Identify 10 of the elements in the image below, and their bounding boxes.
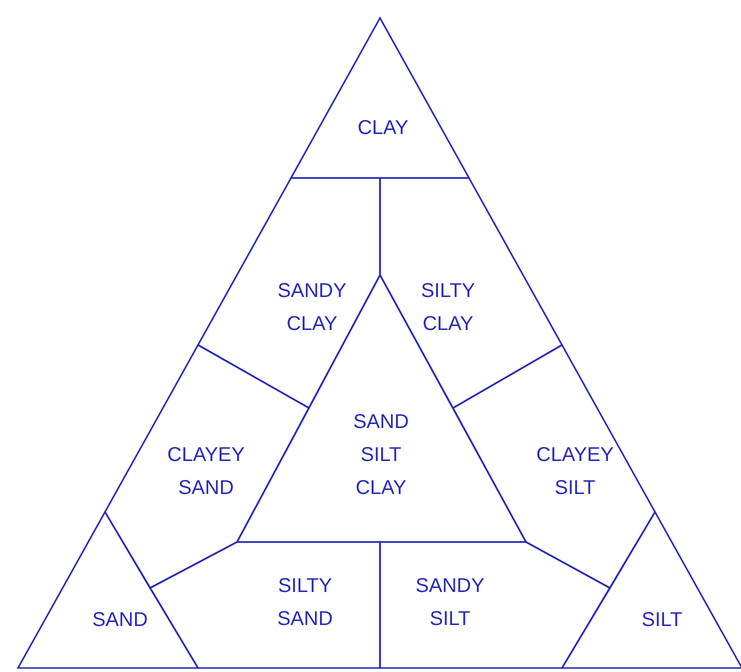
- region-label: SANDY SILT: [414, 574, 486, 632]
- region-label: CLAY: [356, 116, 410, 140]
- region-label: SILTY CLAY: [420, 279, 476, 337]
- region-label: CLAYEY SAND: [166, 443, 246, 501]
- region-label: SANDY CLAY: [276, 279, 348, 337]
- region-label: SILTY SAND: [276, 574, 334, 632]
- region-label: CLAYEY SILT: [535, 443, 615, 501]
- region-label: SAND: [91, 608, 149, 632]
- region-label: SAND SILT CLAY: [352, 410, 410, 500]
- region-label: SILT: [640, 608, 684, 632]
